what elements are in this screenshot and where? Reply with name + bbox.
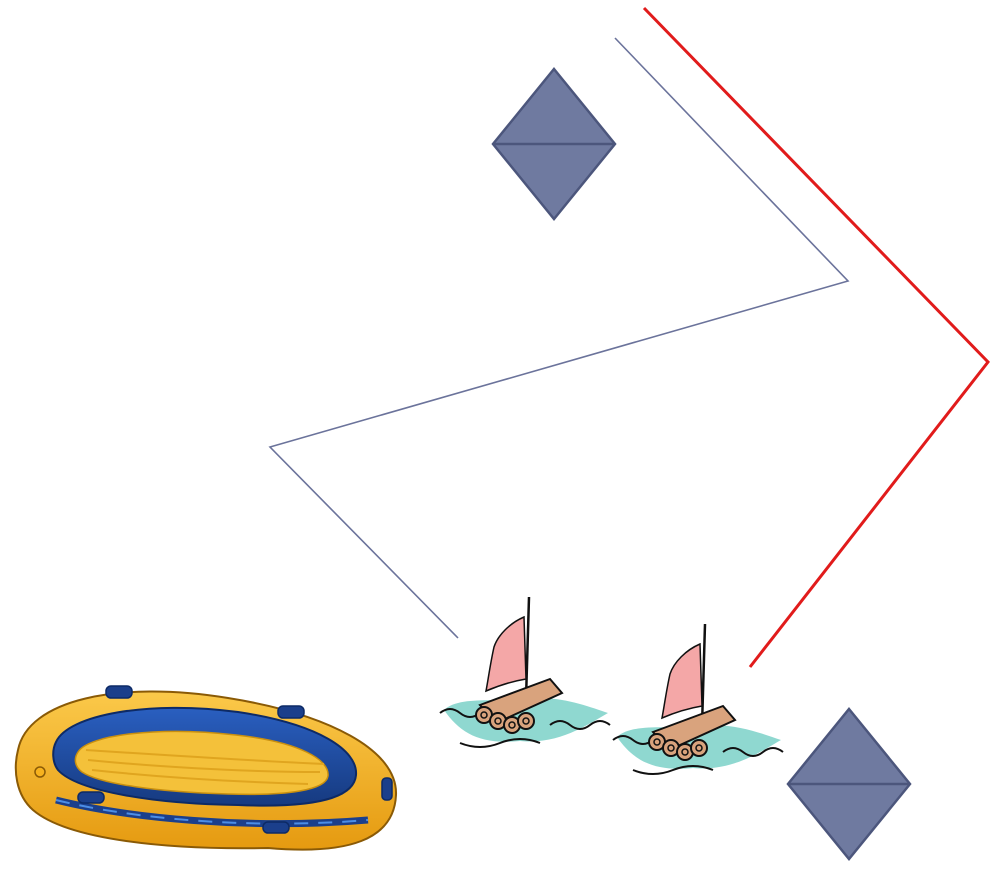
diamond-buoy-icon [491,67,617,221]
sailing-raft-icon [439,596,611,748]
sailing-raft-icon [612,623,784,775]
inflatable-dinghy-icon [14,685,398,851]
blue-course-line [268,37,850,639]
diamond-buoy-icon [786,707,912,861]
red-course-line [642,6,990,668]
